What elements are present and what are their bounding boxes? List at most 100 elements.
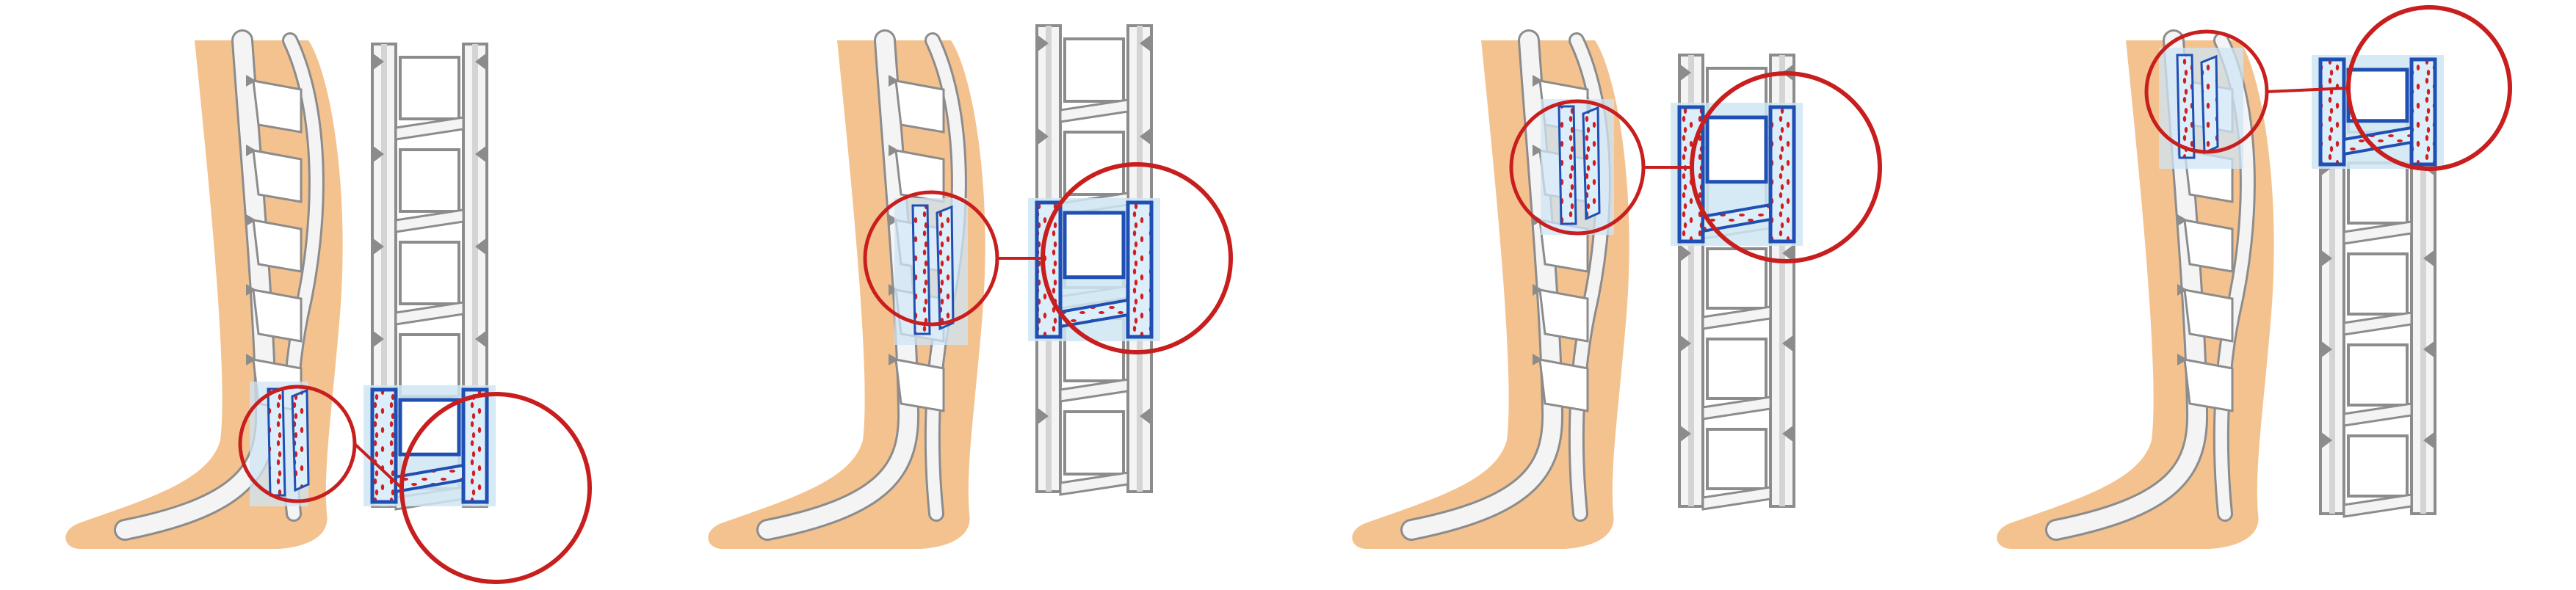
zoom-chamber [1706, 338, 1768, 400]
leg-clot-zone [1541, 99, 1614, 235]
zoom-chamber [2347, 252, 2409, 316]
panel-stage-1 [65, 29, 592, 584]
zoom-valve-arrow-right [475, 238, 487, 255]
zoom-vein-shading [381, 44, 387, 506]
zoom-valve-arrow-left [372, 145, 384, 163]
zoom-chamber [1063, 410, 1125, 476]
zoom-valve-arrow-left [2320, 431, 2332, 449]
leg-clot-vein [2200, 54, 2219, 155]
zoom-chamber [399, 241, 460, 305]
leg-vein-chamber [2183, 219, 2234, 273]
leg-valve-arrow [2177, 214, 2188, 226]
leg-valve-arrow [889, 75, 899, 87]
leg-valve-arrow [1533, 75, 1543, 87]
zoom-valve-arrow-right [2423, 250, 2435, 267]
clot-right-vein [1768, 105, 1796, 244]
zoom-chamber [2347, 161, 2409, 225]
leg-valve-arrow [889, 145, 899, 156]
zoom-vein-shading [2329, 59, 2335, 514]
leg-clot-vein [1582, 106, 1601, 221]
zoom-valve-arrow-left [1679, 64, 1691, 81]
leg-highlight-circle [1509, 99, 1646, 236]
zoom-valve-arrow-right [475, 53, 487, 70]
clot-connector [1701, 203, 1772, 233]
panel-stage-4 [1997, 5, 2512, 549]
leg-vein-chamber [894, 358, 945, 412]
leg-valve-arrow [246, 214, 256, 226]
leg-clot-vein [267, 387, 286, 497]
zoom-connector [1059, 471, 1129, 496]
clot-chamber [2346, 68, 2409, 123]
zoom-valve-arrow-left [1679, 335, 1691, 352]
zoom-chamber [1063, 131, 1125, 196]
zoom-valve-arrow-right [1140, 34, 1151, 52]
leg-valve-arrow [1533, 145, 1543, 156]
panel-stage-2 [708, 24, 1233, 549]
leg-clot-vein [1557, 105, 1577, 225]
zoom-chamber [2347, 434, 2409, 498]
leg-highlight-circle [238, 385, 357, 503]
leg-highlight-circle [863, 190, 999, 327]
zoom-valve-arrow-right [475, 145, 487, 163]
leg-valve-arrow [889, 354, 899, 365]
leg-vein-chamber [2183, 358, 2234, 412]
leg-vein-chamber [252, 79, 303, 134]
leg-valve-arrow [2177, 284, 2188, 296]
leg-valve-arrow [1533, 354, 1543, 365]
leg-valve-arrow [2177, 354, 2188, 365]
leg-vein-chamber [2183, 288, 2234, 343]
zoom-connector [394, 301, 465, 326]
clot-right-vein [1126, 200, 1154, 339]
leg-valve-arrow [246, 284, 256, 296]
leg-vein-chamber [1538, 288, 1589, 343]
leg-vein-chamber [252, 219, 303, 273]
leg-clot-vein [2176, 54, 2196, 159]
leg-clot-vein [911, 204, 931, 335]
leg-highlight-circle [2144, 29, 2269, 154]
zoom-vein-shading [472, 44, 478, 506]
leg-vein-chamber [894, 79, 945, 134]
clot-connector [1059, 298, 1129, 329]
zoom-valve-arrow-left [372, 330, 384, 348]
leg-valve-arrow [246, 75, 256, 87]
magnified-view-circle [399, 392, 592, 584]
panel-stage-3 [1352, 29, 1882, 549]
magnifier-connector-line [2266, 87, 2349, 93]
leg-valve-arrow [1533, 284, 1543, 296]
zoom-valve-arrow-left [1037, 128, 1049, 145]
zoom-vein-shading [1779, 55, 1785, 506]
zoom-connector [1059, 98, 1129, 123]
zoom-connector [2342, 220, 2413, 245]
zoom-valve-arrow-left [1679, 244, 1691, 262]
zoom-vein-shading [1688, 55, 1694, 506]
leg-clot-vein [291, 388, 310, 492]
zoom-valve-arrow-right [1782, 335, 1794, 352]
zoom-valve-arrow-right [1140, 128, 1151, 145]
clot-chamber [1063, 211, 1126, 280]
zoom-valve-arrow-left [372, 53, 384, 70]
clot-right-vein [461, 387, 489, 504]
zoom-valve-arrow-left [2320, 340, 2332, 358]
magnified-view-circle [1041, 162, 1233, 354]
clot-chamber [1705, 115, 1768, 184]
zoom-connector [1701, 396, 1772, 420]
zoom-connector [394, 208, 465, 233]
leg-valve-arrow [246, 145, 256, 156]
zoom-valve-arrow-left [372, 238, 384, 255]
leg-vein-chamber [1538, 358, 1589, 412]
zoom-connector [2342, 493, 2413, 518]
zoom-valve-arrow-right [2423, 431, 2435, 449]
zoom-connector [2342, 311, 2413, 336]
magnifier-connector-line [353, 442, 403, 489]
zoom-valve-arrow-right [1782, 244, 1794, 262]
zoom-connector [394, 116, 465, 141]
zoom-connector [2342, 402, 2413, 427]
leg-valve-arrow [889, 214, 899, 226]
zoom-valve-arrow-right [1782, 425, 1794, 442]
zoom-valve-arrow-right [475, 330, 487, 348]
zoom-valve-arrow-right [1140, 407, 1151, 425]
clot-connector [394, 463, 465, 494]
leg-valve-arrow [889, 284, 899, 296]
